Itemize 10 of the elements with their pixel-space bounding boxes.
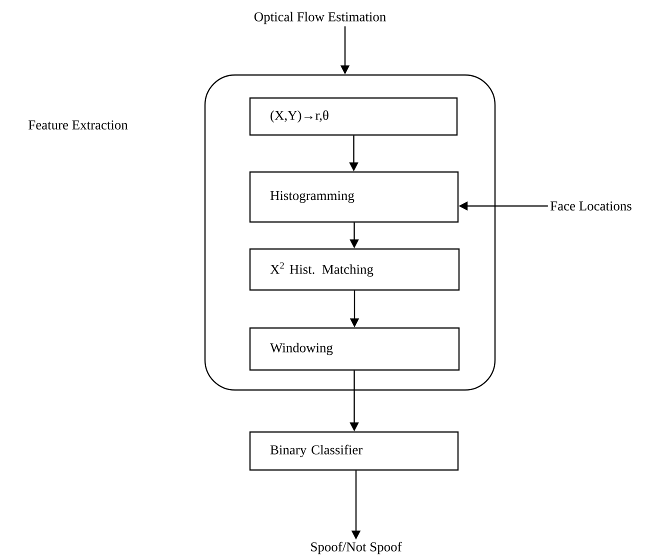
- group-box: [204, 74, 496, 391]
- process-box: X$^{2}$ Hist. Matching: [249, 248, 460, 291]
- process-box: Histogramming: [249, 171, 459, 223]
- side-label: Feature Extraction: [28, 120, 128, 130]
- process-box: Windowing: [249, 327, 460, 371]
- process-box: Binary Classifier: [249, 431, 459, 471]
- flow-label: Face Locations: [550, 201, 632, 210]
- flow-label: Optical Flow Estimation: [254, 12, 386, 24]
- process-box: (X,Y)→r,θ: [249, 97, 458, 136]
- flow-label: Spoof/Not Spoof: [311, 542, 402, 554]
